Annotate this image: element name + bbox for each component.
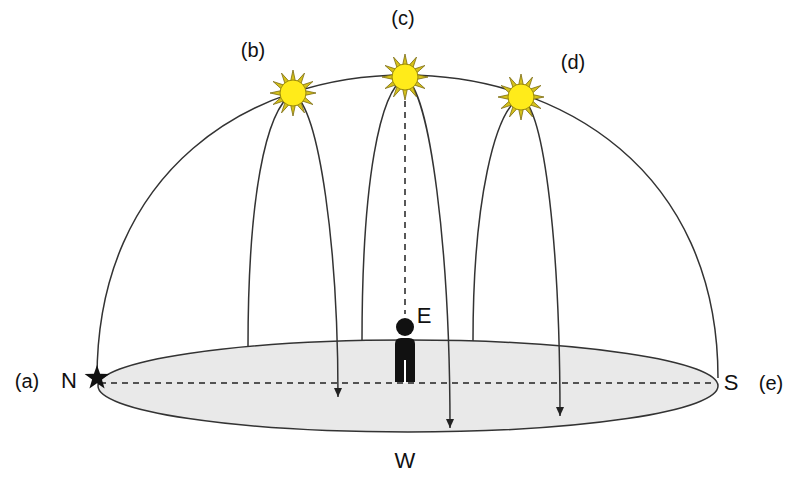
sun-label: (d) <box>561 52 585 72</box>
direction-label: N <box>61 370 77 392</box>
sun-disc <box>392 64 418 90</box>
meridian-arc <box>97 75 718 378</box>
direction-label: W <box>395 450 416 472</box>
north-south-line <box>100 382 716 384</box>
sun-symbol <box>382 54 428 100</box>
sun-symbol <box>270 70 316 116</box>
observer-legs <box>404 360 406 383</box>
direction-label: S <box>724 372 739 394</box>
sun-symbol <box>498 74 544 120</box>
sun-disc <box>508 84 534 110</box>
direction-label: E <box>417 305 432 327</box>
zenith-line <box>404 90 406 314</box>
observer-head <box>396 318 414 336</box>
sun-disc <box>280 80 306 106</box>
suns <box>270 54 544 120</box>
sun-path-rise <box>362 78 405 341</box>
sun-label: (c) <box>391 8 414 28</box>
point-label: (e) <box>759 373 783 393</box>
sun-label: (b) <box>241 40 265 60</box>
sun-path-set <box>293 93 338 397</box>
north-star <box>85 365 110 389</box>
sun-path-rise <box>473 97 521 341</box>
observer-body <box>395 338 415 382</box>
observer-figure <box>395 318 415 383</box>
point-label: (a) <box>15 371 39 391</box>
sun-paths <box>248 78 560 428</box>
sun-path-set <box>521 97 560 416</box>
sun-path-rise <box>248 93 293 347</box>
